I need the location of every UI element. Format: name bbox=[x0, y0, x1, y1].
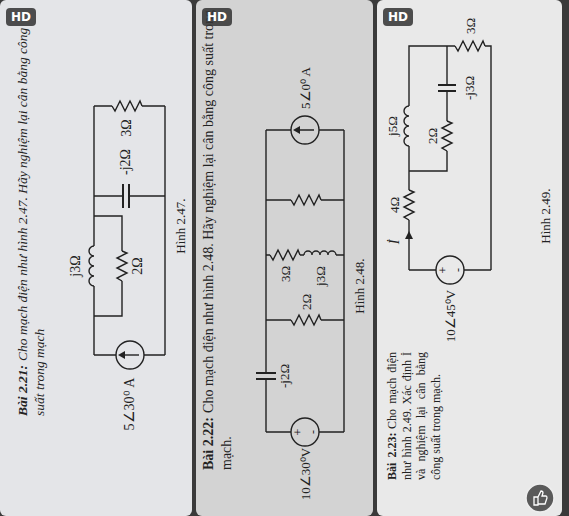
component-value: 4Ω bbox=[388, 197, 401, 213]
problem-text: Bài 2.22:Cho mạch điện như hình 2.48. Hã… bbox=[200, 8, 236, 470]
source-value: 10∠45⁰V bbox=[444, 290, 457, 342]
hd-badge: HD bbox=[202, 8, 232, 26]
current-label: İ bbox=[388, 240, 402, 245]
polarity-mark: + bbox=[437, 267, 449, 274]
problem-number: Bài 2.23: bbox=[385, 433, 399, 480]
figure-caption: Hình 2.49. bbox=[539, 188, 552, 243]
hd-badge: HD bbox=[383, 8, 413, 26]
component-value: 3Ω bbox=[464, 18, 477, 34]
polarity-mark: + bbox=[292, 429, 304, 436]
problem-number: Bài 2.21: bbox=[15, 365, 30, 416]
source-value: 5∠0⁰ A bbox=[299, 67, 312, 109]
component-value: 2Ω bbox=[131, 257, 145, 274]
problem-text: Bài 2.23:Cho mạch điện như hình 2.49. Xá… bbox=[385, 352, 443, 480]
component-value: j3Ω bbox=[314, 266, 327, 286]
like-icon bbox=[524, 482, 556, 514]
problem-number: Bài 2.22: bbox=[201, 417, 216, 470]
component-value: 2Ω bbox=[426, 128, 439, 144]
component-value: 2Ω bbox=[300, 294, 313, 310]
page-photo: Bài 2.23:Cho mạch điện như hình 2.49. Xá… bbox=[377, 0, 562, 516]
source-value: 5∠30⁰ A bbox=[123, 378, 137, 431]
polarity-mark: - bbox=[452, 268, 464, 272]
component-value: j5Ω bbox=[386, 116, 399, 136]
page-photo: Bài 2.22:Cho mạch điện như hình 2.48. Hã… bbox=[196, 0, 373, 516]
polarity-mark: - bbox=[307, 430, 319, 434]
component-value: -j2Ω bbox=[278, 364, 291, 388]
figure-caption: Hình 2.47. bbox=[174, 198, 187, 253]
figure-caption: Hình 2.48. bbox=[353, 258, 366, 313]
problem-statement: Cho mạch điện như hình 2.48. Hãy nghiệm … bbox=[201, 10, 234, 470]
component-value: -j2Ω bbox=[119, 149, 133, 175]
source-value: 10∠30⁰V bbox=[299, 448, 312, 500]
component-value: j3Ω bbox=[69, 255, 83, 276]
page-photo: Bài 2.21:Cho mạch điện như hình 2.47. Hã… bbox=[0, 0, 192, 516]
problem-text: Bài 2.21:Cho mạch điện như hình 2.47. Hã… bbox=[14, 6, 48, 416]
component-value: 3Ω bbox=[279, 266, 292, 282]
component-value: -j3Ω bbox=[463, 76, 476, 100]
problem-statement: Cho mạch điện như hình 2.47. Hãy nghiệm … bbox=[15, 28, 47, 416]
hd-badge: HD bbox=[6, 8, 36, 26]
component-value: 3Ω bbox=[120, 119, 134, 136]
